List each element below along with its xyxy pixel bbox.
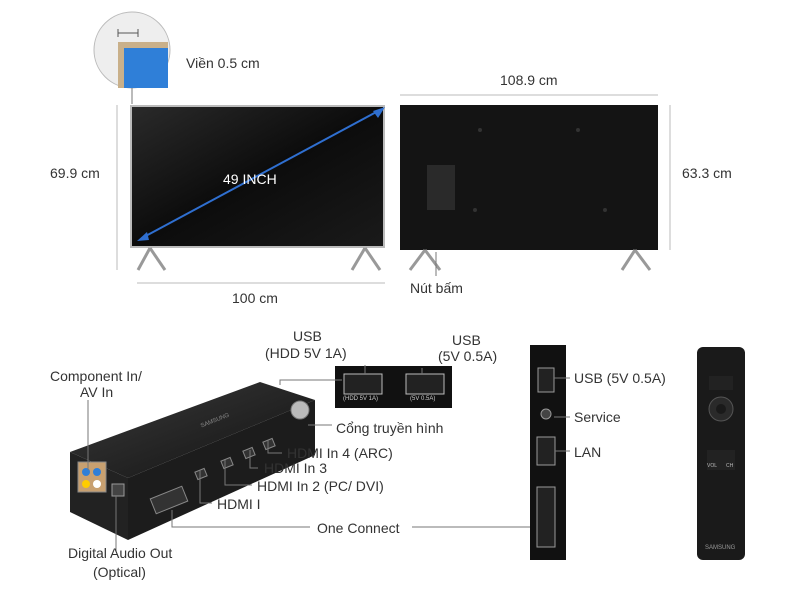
remote-ch-label: CH (726, 463, 734, 469)
tv-back (400, 105, 658, 276)
service-label: Service (574, 409, 621, 425)
front-width-label: 100 cm (232, 290, 278, 306)
digital-audio-label-line1: Digital Audio Out (68, 545, 173, 561)
bezel-label: Viền 0.5 cm (186, 55, 260, 71)
component-label-line1: Component In/ (50, 368, 142, 384)
remote-vol-label: VOL (707, 463, 718, 469)
antenna-label: Cổng truyền hình (336, 420, 444, 436)
side-usb-label: USB (5V 0.5A) (574, 370, 666, 386)
usb-left-title: USB (293, 328, 322, 344)
back-width-label: 108.9 cm (500, 72, 558, 88)
usb-port-left-print: (HDD 5V 1A) (343, 396, 379, 402)
usb-right-spec: (5V 0.5A) (438, 348, 498, 364)
one-connect-label: One Connect (317, 520, 400, 536)
button-label: Nút bấm (410, 280, 463, 296)
hdmi3-label: HDMI In 3 (264, 460, 328, 476)
usb-port-right-print: (5V 0.5A) (410, 396, 436, 402)
component-label-line2: AV In (80, 384, 114, 400)
bezel-zoom (93, 11, 171, 104)
usb-right-title: USB (452, 332, 481, 348)
tv-front (130, 105, 385, 271)
hdmi4-label: HDMI In 4 (ARC) (287, 445, 393, 461)
usb-port-zoom (335, 366, 452, 408)
hdmi1-label: HDMI I (217, 496, 261, 512)
diagonal-label: 49 INCH (223, 171, 277, 187)
usb-left-spec: (HDD 5V 1A) (265, 345, 347, 361)
one-connect-box (70, 382, 315, 540)
remote-control (697, 347, 745, 560)
remote-brand: SAMSUNG (705, 545, 736, 551)
digital-audio-label-line2: (Optical) (93, 564, 146, 580)
hdmi2-label: HDMI In 2 (PC/ DVI) (257, 478, 384, 494)
side-panel (530, 345, 566, 560)
back-height-label: 63.3 cm (682, 165, 732, 181)
lan-label: LAN (574, 444, 602, 460)
front-height-label: 69.9 cm (50, 165, 100, 181)
callout-lines (87, 365, 570, 552)
